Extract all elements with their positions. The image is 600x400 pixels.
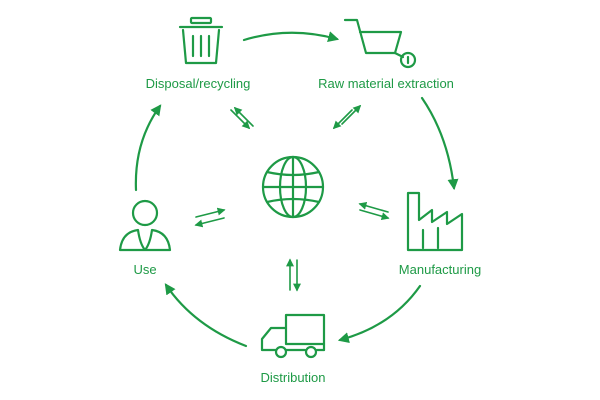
wheelbarrow-icon	[343, 18, 417, 69]
exchange-arrows-distribution	[286, 258, 301, 292]
exchange-arrows-raw-material	[332, 104, 362, 130]
stage-label-disposal: Disposal/recycling	[146, 76, 251, 91]
stage-label-manufacturing: Manufacturing	[399, 262, 481, 277]
stage-label-distribution: Distribution	[260, 370, 325, 385]
stage-label-raw-material: Raw material extraction	[318, 76, 454, 91]
person-icon	[118, 199, 172, 252]
exchange-arrows-disposal	[230, 106, 254, 130]
cycle-arrow-raw-to-manufacturing	[420, 96, 459, 191]
factory-icon	[406, 191, 464, 252]
stage-label-use: Use	[133, 262, 156, 277]
cycle-arrow-disposal-to-raw	[242, 31, 340, 42]
delivery-truck-icon	[260, 313, 326, 359]
cycle-arrow-use-to-disposal	[134, 104, 162, 192]
exchange-arrows-manufacturing	[358, 201, 390, 221]
cycle-arrow-manufacturing-to-distribution	[337, 284, 422, 344]
globe-icon	[261, 155, 325, 219]
cycle-arrow-distribution-to-use	[164, 283, 248, 348]
exchange-arrows-use	[194, 207, 226, 228]
trash-bin-icon	[178, 16, 224, 65]
